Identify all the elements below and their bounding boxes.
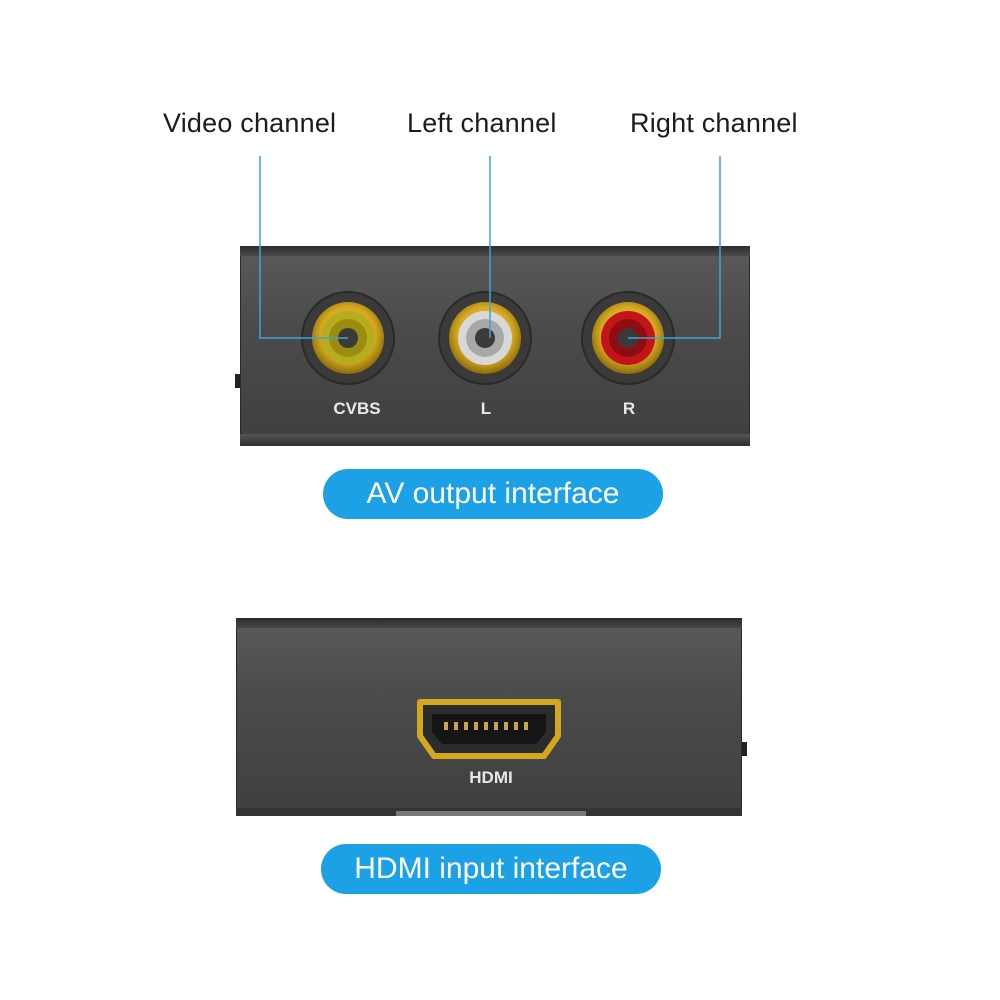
left-port-label: L <box>480 399 492 418</box>
av-output-panel: CVBS L R <box>235 246 750 446</box>
panel-top-edge <box>240 246 750 256</box>
panel-bottom-edge <box>240 434 750 446</box>
panel-top-edge <box>236 618 742 628</box>
video-channel-label: Video channel <box>163 108 337 138</box>
hdmi-input-panel: HDMI <box>236 618 747 816</box>
hdmi-port-icon <box>417 699 561 759</box>
av-output-caption: AV output interface <box>323 469 663 519</box>
right-channel-label: Right channel <box>630 108 798 138</box>
right-port-label: R <box>622 399 636 418</box>
video-callout-line <box>259 156 348 339</box>
left-audio-jack <box>438 291 532 385</box>
hdmi-port-label: HDMI <box>469 768 513 787</box>
left-channel-label: Left channel <box>407 108 557 138</box>
panel-side-tab <box>235 374 240 388</box>
hdmi-input-caption: HDMI input interface <box>321 844 661 894</box>
panel-side-tab <box>742 742 747 756</box>
right-callout-line <box>628 156 721 339</box>
panel-notch <box>396 811 586 816</box>
cvbs-port-label: CVBS <box>333 399 381 418</box>
